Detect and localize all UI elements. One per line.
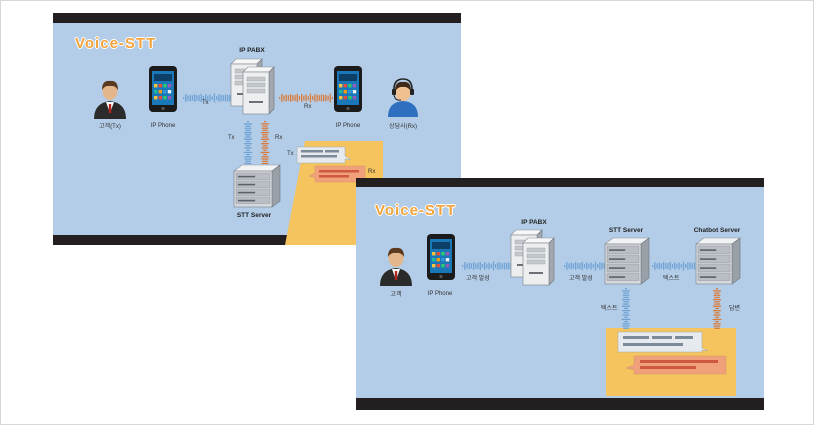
edge-label-text-down: 텍스트	[601, 306, 618, 312]
slide-top-bar	[53, 13, 461, 23]
label-agent: 상담사(Rx)	[389, 124, 417, 130]
server-icon	[233, 164, 281, 208]
edge-label-answer: 답변	[729, 306, 741, 312]
chat-bubble-icon	[296, 146, 352, 164]
edge-label-tx-panel: Tx	[287, 151, 294, 157]
edge-label-tx-top: Tx	[202, 100, 209, 106]
server-icon	[695, 237, 741, 285]
label-ip-phone-right: IP Phone	[335, 123, 361, 129]
edge-label-call-1: 고객 발성	[466, 276, 490, 282]
chat-bubble-icon	[625, 355, 727, 375]
smartphone-icon	[427, 234, 455, 280]
slide-title: Voice-STT	[75, 35, 157, 52]
label-stt-server: STT Server	[236, 212, 272, 219]
slide-bottom-bar	[53, 235, 461, 245]
chat-bubble-icon	[617, 331, 709, 353]
edge-label-call-2: 고객 발성	[569, 276, 593, 282]
label-ip-pabx: IP PABX	[521, 219, 547, 226]
edge-label-text-right: 텍스트	[663, 276, 680, 282]
label-ip-phone-left: IP Phone	[150, 123, 176, 129]
person-icon	[94, 80, 126, 119]
label-stt-server: STT Server	[608, 227, 644, 234]
audio-wave	[564, 261, 610, 271]
audio-wave	[712, 288, 722, 329]
server-icon	[604, 237, 650, 285]
person-icon	[380, 247, 412, 286]
audio-wave	[183, 93, 235, 103]
edge-label-rx-top: Rx	[304, 104, 312, 110]
edge-label-tx-down: Tx	[228, 135, 235, 141]
diagram-canvas	[94, 58, 418, 245]
audio-wave	[260, 121, 270, 169]
edge-label-rx-panel: Rx	[368, 169, 376, 175]
audio-wave	[279, 93, 336, 103]
server-icon	[230, 58, 275, 115]
edge-label-rx-down: Rx	[275, 135, 283, 141]
slide-top-bar	[356, 178, 764, 187]
smartphone-icon	[334, 66, 362, 112]
diagram-canvas	[380, 229, 741, 396]
audio-wave	[652, 261, 698, 271]
headset-agent-icon	[388, 78, 418, 117]
label-customer: 고객(Tx)	[99, 124, 121, 130]
audio-wave	[621, 288, 631, 329]
audio-wave	[243, 121, 253, 169]
label-customer: 고객	[390, 292, 402, 298]
chat-bubble-icon	[308, 165, 366, 183]
slide-title: Voice-STT	[375, 202, 457, 219]
server-icon	[510, 229, 555, 286]
label-ip-pabx: IP PABX	[239, 47, 265, 54]
audio-wave	[462, 261, 517, 271]
label-chatbot-server: Chatbot Server	[693, 227, 741, 234]
label-ip-phone: IP Phone	[427, 291, 453, 297]
smartphone-icon	[149, 66, 177, 112]
slide-bottom-bar	[356, 398, 764, 410]
slide-2: Voice-STT 고객 IP Phone IP PABX STT Server…	[356, 178, 764, 410]
